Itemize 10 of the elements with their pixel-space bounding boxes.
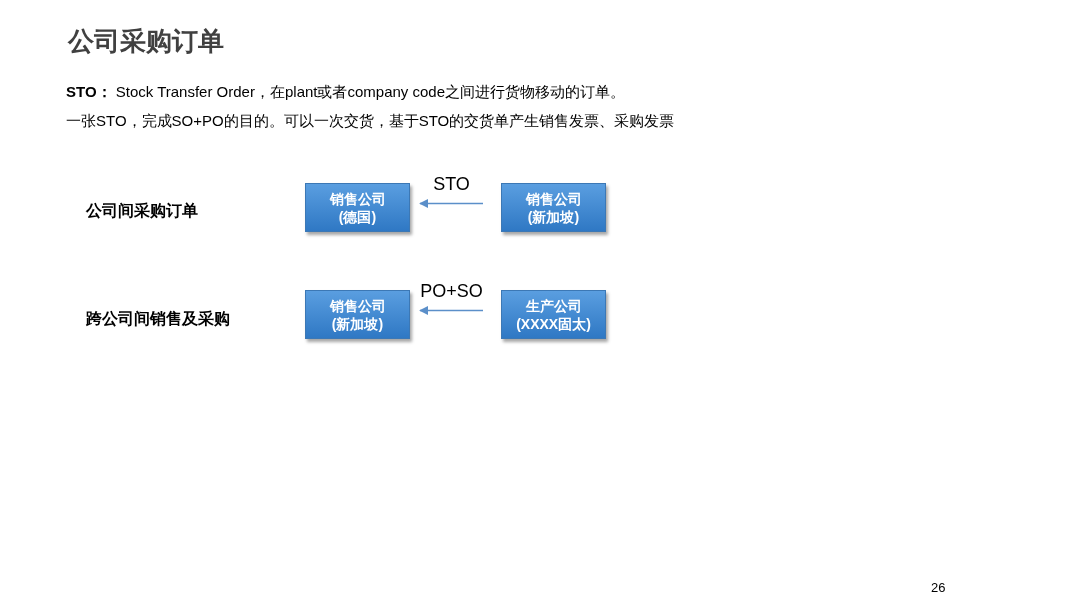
- page-title: 公司采购订单: [68, 25, 224, 58]
- row-heading: 跨公司间销售及采购: [86, 309, 230, 329]
- row-heading: 公司间采购订单: [86, 201, 198, 221]
- company-box: 销售公司 (新加坡): [501, 183, 606, 232]
- company-box: 生产公司 (XXXX固太): [501, 290, 606, 339]
- description-text: STO： Stock Transfer Order，在plant或者company code之间进行货物移动的订单。: [66, 83, 626, 102]
- company-box: 销售公司 (德国): [305, 183, 410, 232]
- page-number: 26: [931, 580, 946, 595]
- description-text: 一张STO，完成SO+PO的目的。可以一次交货，基于STO的交货单产生销售发票、采购发票: [66, 112, 675, 131]
- company-box: 销售公司 (新加坡): [305, 290, 410, 339]
